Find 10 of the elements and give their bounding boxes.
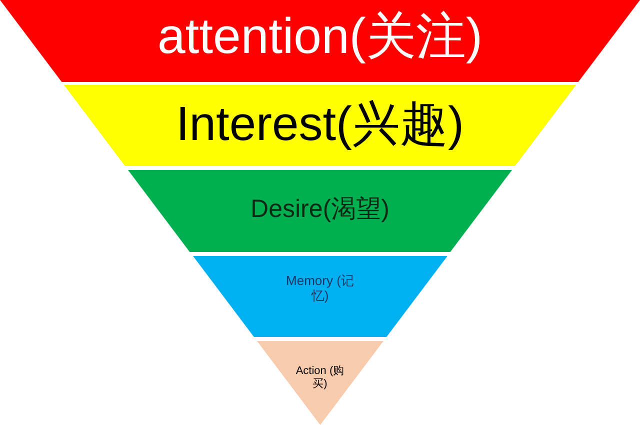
band-label: Action (购买): [294, 365, 345, 390]
funnel-band: [64, 85, 576, 166]
funnel-band: [128, 170, 512, 252]
funnel-band: [192, 256, 448, 337]
band-label: Memory (记忆): [285, 274, 355, 304]
band-label: attention(关注): [157, 8, 483, 66]
funnel-band: [0, 0, 640, 82]
band-label: Desire(渴望): [250, 195, 390, 224]
band-label: Interest(兴趣): [176, 97, 464, 152]
funnel-band: [256, 341, 384, 425]
